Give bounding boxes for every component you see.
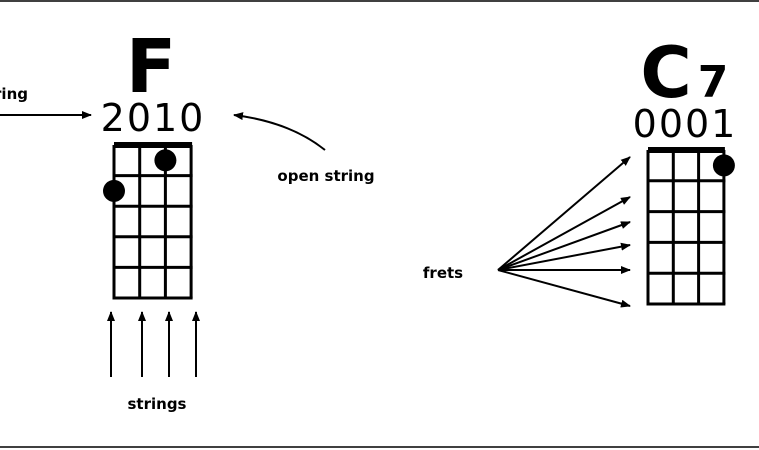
chord-grid-c7 [646,147,735,306]
arrow-fret-6 [497,269,631,308]
arrow-fret-1 [497,156,631,271]
chord-name-f: F [126,24,177,110]
finger-dot [154,149,177,172]
nut [114,142,193,148]
arrow-fret-2 [497,196,631,271]
string-arrows [107,311,200,377]
chord-grid-f [103,142,193,300]
arrow-fret-4 [497,242,631,271]
fret-arrows [497,156,631,308]
label-open-string: open string [277,167,374,185]
chord-name-c: C [640,32,691,114]
arrow-open-string [233,112,326,151]
finger-dot [103,179,125,202]
arrow-fret-3 [497,221,631,271]
fingering-f: 2010 [101,96,206,140]
label-frets: frets [423,264,463,282]
label-fretted-string: ring [0,85,28,103]
nut [648,147,725,153]
chord-suffix-7: 7 [698,57,729,108]
label-strings: strings [128,395,187,413]
finger-dot [712,154,735,177]
fingering-c7: 0001 [633,102,738,146]
